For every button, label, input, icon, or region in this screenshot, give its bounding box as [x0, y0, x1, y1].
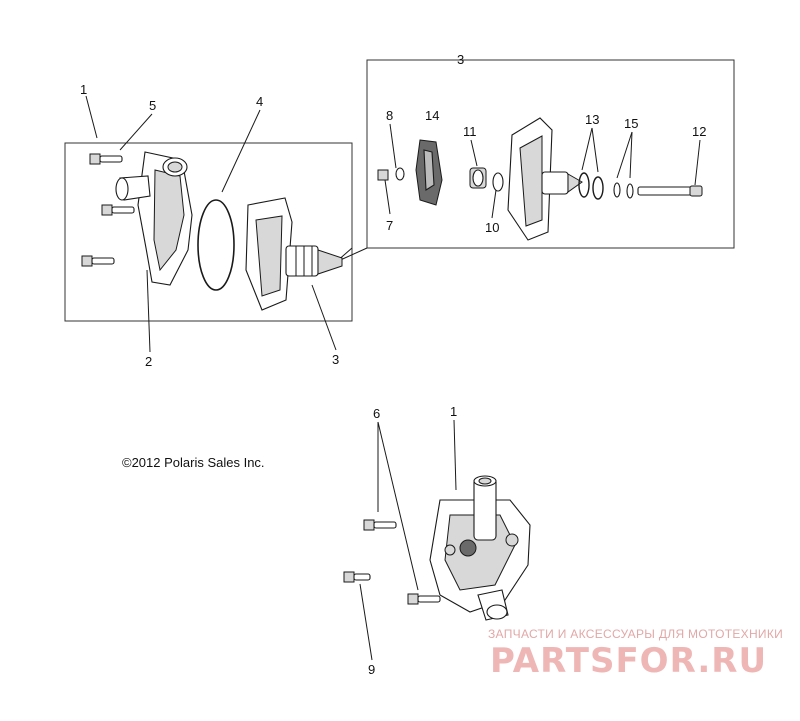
callout-1-top: 1: [80, 82, 87, 97]
pump-housing-upper: [115, 151, 193, 286]
seal-ring-10: [492, 172, 504, 192]
callout-15: 15: [624, 116, 638, 131]
pump-cover: [507, 117, 583, 241]
assembly-frame-right: [366, 59, 735, 249]
callout-3-box: 3: [457, 52, 464, 67]
copyright-text: ©2012 Polaris Sales Inc.: [122, 455, 265, 470]
bolt-5-group: [81, 153, 135, 267]
pump-cover-assembly-lower-view: [245, 197, 343, 311]
callout-1-bottom: 1: [450, 404, 457, 419]
bolt-icon: [89, 153, 123, 165]
bolt-9: [343, 571, 371, 583]
bolt-icon: [101, 204, 135, 216]
o-ring-13b: [592, 176, 604, 200]
watermark: ЗАПЧАСТИ И АКСЕССУАРЫ ДЛЯ МОТОТЕХНИКИ PA…: [488, 627, 783, 681]
callout-10: 10: [485, 220, 499, 235]
pump-shaft: [637, 185, 703, 197]
o-ring-13a: [578, 172, 590, 198]
impeller: [415, 139, 443, 206]
watermark-logo: PARTSFOR.RU: [490, 641, 767, 681]
bolt-6-upper: [363, 519, 397, 531]
callout-7: 7: [386, 218, 393, 233]
callout-2: 2: [145, 354, 152, 369]
callout-8: 8: [386, 108, 393, 123]
screw-7: [377, 169, 389, 181]
callout-labels: 1 5 4 2 3 3 8 14 11 13 15 12 7 10 6 1 9: [80, 52, 706, 677]
assembly-frame-left: [64, 142, 353, 322]
washer-8: [395, 167, 405, 181]
watermark-tagline: ЗАПЧАСТИ И АКСЕССУАРЫ ДЛЯ МОТОТЕХНИКИ: [488, 627, 783, 641]
bolt-icon: [81, 255, 115, 267]
callout-4: 4: [256, 94, 263, 109]
washer-15b: [626, 183, 634, 199]
mechanical-seal: [469, 167, 487, 189]
o-ring-seal: [197, 199, 235, 291]
callout-5: 5: [149, 98, 156, 113]
leader-lines: [85, 95, 701, 661]
bolt-6-lower: [407, 593, 441, 605]
callout-13: 13: [585, 112, 599, 127]
callout-3-lower: 3: [332, 352, 339, 367]
callout-9: 9: [368, 662, 375, 677]
pump-housing-lower: [429, 475, 531, 621]
callout-11: 11: [463, 124, 477, 139]
callout-12: 12: [692, 124, 706, 139]
washer-15a: [613, 182, 621, 198]
callout-6: 6: [373, 406, 380, 421]
callout-14: 14: [425, 108, 439, 123]
